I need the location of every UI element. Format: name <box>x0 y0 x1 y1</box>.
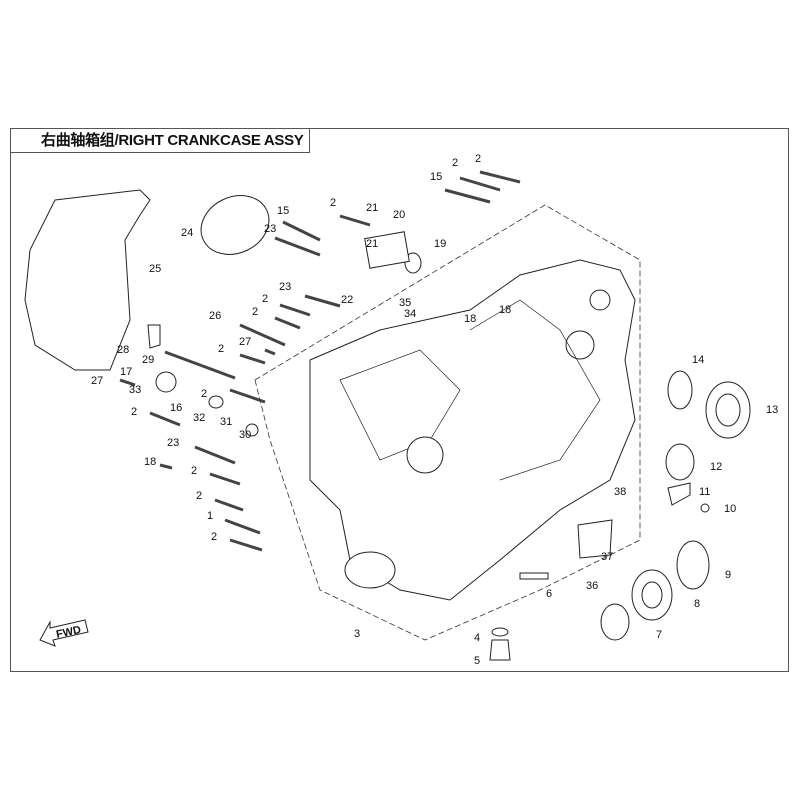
callout: 21 <box>366 238 378 250</box>
callout: 2 <box>262 293 268 305</box>
callout: 23 <box>279 281 291 293</box>
callout: 19 <box>434 238 446 250</box>
callout: 29 <box>142 354 154 366</box>
callout: 2 <box>201 388 207 400</box>
callout: 30 <box>239 429 251 441</box>
callout: 36 <box>586 580 598 592</box>
callout: 13 <box>766 404 778 416</box>
callout: 25 <box>149 263 161 275</box>
fwd-label: FWD <box>55 624 82 641</box>
part-6 <box>519 572 549 580</box>
callout: 28 <box>117 344 129 356</box>
bolts <box>119 170 521 552</box>
diagram-title: 右曲轴箱组/RIGHT CRANKCASE ASSY <box>10 128 310 153</box>
callout: 7 <box>656 629 662 641</box>
callout: 14 <box>692 354 704 366</box>
callout: 15 <box>277 205 289 217</box>
diagram-frame <box>10 128 789 672</box>
callout: 1 <box>207 510 213 522</box>
callout: 11 <box>699 486 710 498</box>
callout: 15 <box>430 171 442 183</box>
callout: 6 <box>546 588 552 600</box>
callout: 16 <box>170 402 182 414</box>
callout: 18 <box>144 456 156 468</box>
callout: 21 <box>366 202 378 214</box>
callout: 3 <box>354 628 360 640</box>
seal-7 <box>600 603 630 641</box>
callout: 38 <box>614 486 626 498</box>
callout: 2 <box>211 531 217 543</box>
callout: 23 <box>167 437 179 449</box>
callout-labels: 2 2 15 2 21 20 15 23 21 19 24 25 23 22 3… <box>91 153 778 667</box>
callout: 2 <box>452 157 458 169</box>
callout: 27 <box>239 336 251 348</box>
drain-plug-5 <box>489 639 511 661</box>
callout: 37 <box>601 551 613 563</box>
gasket-25 <box>24 189 151 371</box>
callout: 2 <box>330 197 336 209</box>
callout: 12 <box>710 461 722 473</box>
callout: 2 <box>475 153 481 165</box>
callout: 17 <box>120 366 132 378</box>
callout: 18 <box>499 304 511 316</box>
bearing-12 <box>665 443 695 481</box>
callout: 9 <box>725 569 731 581</box>
callout: 2 <box>196 490 202 502</box>
crankcase-3 <box>309 259 636 601</box>
callout: 27 <box>91 375 103 387</box>
callout: 20 <box>393 209 405 221</box>
part-17 <box>155 371 177 393</box>
part-36 <box>577 519 613 559</box>
callout: 2 <box>252 306 258 318</box>
washer-4 <box>491 627 509 637</box>
callout: 35 <box>399 297 411 309</box>
seal-14 <box>667 370 693 410</box>
callout: 22 <box>341 294 353 306</box>
callout: 23 <box>264 223 276 235</box>
part-10 <box>700 503 710 513</box>
callout: 18 <box>464 313 476 325</box>
callout: 24 <box>181 227 193 239</box>
callout: 10 <box>724 503 736 515</box>
callout: 8 <box>694 598 700 610</box>
callout: 31 <box>220 416 232 428</box>
part-11 <box>667 482 691 506</box>
gear-9 <box>676 540 710 590</box>
fwd-arrow-icon: FWD <box>39 619 89 647</box>
callout: 34 <box>404 308 416 320</box>
callout: 2 <box>218 343 224 355</box>
callout: 32 <box>193 412 205 424</box>
callout: 4 <box>474 632 480 644</box>
callout: 2 <box>131 406 137 418</box>
callout: 33 <box>129 384 141 396</box>
callout: 2 <box>191 465 197 477</box>
callout: 26 <box>209 310 221 322</box>
part-28 <box>147 324 161 349</box>
callout: 5 <box>474 655 480 667</box>
gasket-24 <box>200 195 270 255</box>
